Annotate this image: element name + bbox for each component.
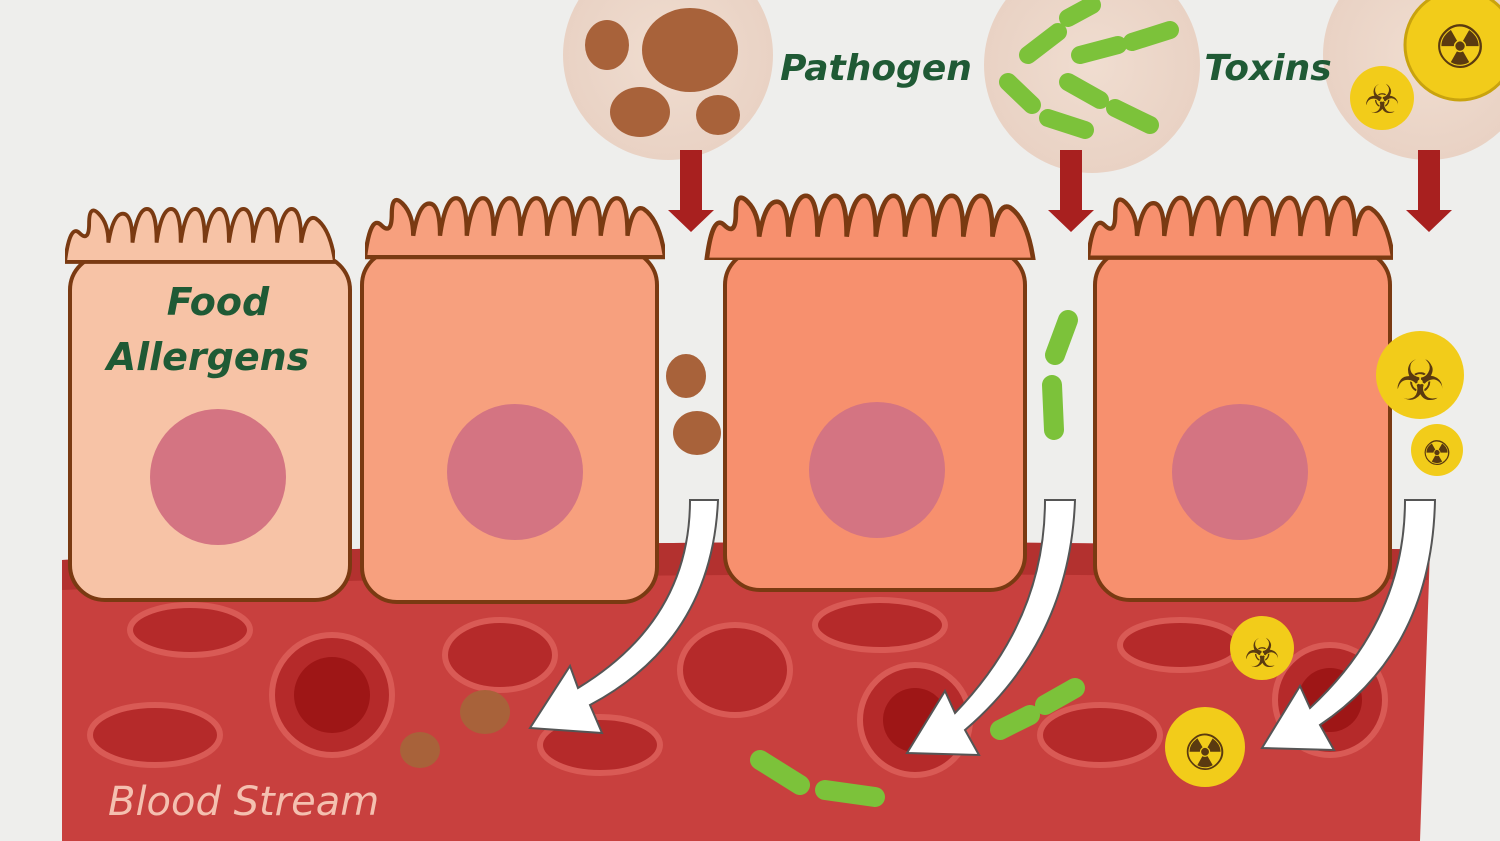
epithelial-cell-3 — [707, 196, 1034, 592]
label-blood-stream: Blood Stream — [108, 779, 379, 825]
nucleus — [447, 404, 583, 540]
nucleus — [1172, 404, 1308, 540]
bacteria-particles — [750, 310, 1085, 807]
label-toxins: Toxins — [1204, 48, 1331, 89]
red-down-arrows — [668, 150, 1452, 232]
epithelial-cell-4 — [1088, 198, 1393, 602]
label-food: Food — [167, 280, 270, 324]
svg-text:☢: ☢ — [1433, 15, 1487, 81]
epithelial-cell-2 — [360, 198, 665, 604]
toxin-bubble: ☢ ☣ — [1323, 0, 1500, 160]
svg-text:☢: ☢ — [1183, 725, 1228, 781]
white-curved-arrows — [528, 499, 1437, 757]
epithelial-cell-1 — [65, 209, 352, 602]
allergen-particles — [400, 354, 721, 768]
radiation-icon — [1403, 0, 1500, 102]
biohazard-icon — [1350, 66, 1414, 130]
svg-text:☣: ☣ — [1364, 77, 1400, 122]
nucleus — [809, 402, 945, 538]
label-allergens: Allergens — [104, 335, 310, 379]
toxin-particles: ☣ ☢ ☣ ☢ — [1165, 331, 1464, 787]
nucleus — [150, 409, 286, 545]
allergen-bubble — [563, 0, 773, 160]
red-blood-cells — [87, 597, 1388, 778]
svg-text:☣: ☣ — [1244, 631, 1280, 676]
label-pathogen: Pathogen — [780, 48, 972, 89]
pathogen-bubble — [984, 0, 1200, 173]
svg-text:☣: ☣ — [1395, 351, 1445, 413]
svg-text:☢: ☢ — [1422, 436, 1452, 473]
